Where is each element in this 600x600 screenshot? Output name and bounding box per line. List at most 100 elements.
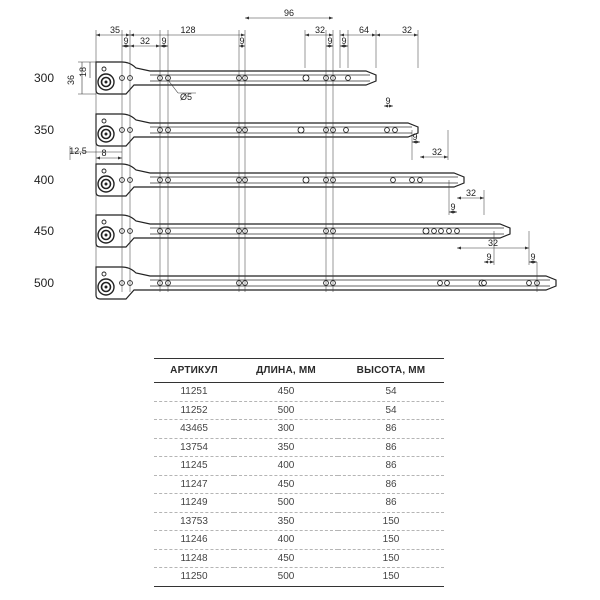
- rail-hole: [101, 168, 107, 174]
- rail-wheel-axle: [104, 80, 108, 84]
- rail-hole: [437, 280, 443, 286]
- dimension-label-left-36: 36: [66, 75, 76, 85]
- rail-slot: [297, 126, 305, 134]
- table-row: 11245 400 86: [154, 456, 444, 476]
- arrowhead: [329, 44, 333, 48]
- dimension-label-left-8: 8: [101, 148, 106, 158]
- dimension-label-top-9-d: 9: [327, 36, 332, 46]
- dimension-label-top-35: 35: [110, 25, 120, 35]
- dimension-label-r300-9: 9: [385, 96, 390, 106]
- rail-hole: [390, 177, 396, 183]
- dimension-label-top-9-c: 9: [239, 36, 244, 46]
- arrowhead: [160, 44, 164, 48]
- rail-wheel-axle: [104, 132, 108, 136]
- rail-hole: [384, 127, 390, 133]
- cell-length: 450: [234, 382, 338, 402]
- rail-outline: [95, 61, 377, 95]
- dimension-label-r350-32: 32: [432, 147, 442, 157]
- arrowhead: [444, 155, 448, 159]
- cell-length: 500: [234, 493, 338, 513]
- rail-hole: [431, 228, 437, 234]
- cell-height: 86: [338, 493, 444, 513]
- cell-height: 54: [338, 382, 444, 402]
- rail-wheel-axle: [104, 182, 108, 186]
- rail-hole: [446, 228, 452, 234]
- table-row: 11248 450 150: [154, 549, 444, 568]
- rail-slot: [302, 176, 310, 184]
- arrowhead: [449, 210, 453, 214]
- cell-article: 11246: [154, 530, 234, 550]
- dimension-label-hole-diameter: Ø5: [180, 92, 192, 102]
- rail-hole: [343, 127, 349, 133]
- arrowhead: [389, 104, 393, 108]
- dimension-label-r500-9: 9: [530, 252, 535, 262]
- arrowhead: [457, 246, 461, 250]
- cell-article: 11248: [154, 549, 234, 568]
- rail-slot: [422, 227, 430, 235]
- dimension-label-left-18: 18: [78, 67, 88, 77]
- arrowhead: [329, 33, 333, 37]
- rail-outline: [95, 163, 465, 197]
- cell-length: 350: [234, 512, 338, 531]
- rail-length-label: 350: [34, 123, 54, 137]
- cell-article: 11252: [154, 401, 234, 420]
- arrowhead: [245, 16, 249, 20]
- rail-slot: [302, 74, 310, 82]
- cell-height: 54: [338, 401, 444, 420]
- cell-height: 150: [338, 530, 444, 550]
- header-length: ДЛИНА, ММ: [234, 358, 338, 383]
- arrowhead: [340, 33, 344, 37]
- cell-height: 86: [338, 419, 444, 439]
- arrowhead: [344, 44, 348, 48]
- rail-hole: [438, 228, 444, 234]
- table-row: 11250 500 150: [154, 567, 444, 587]
- arrowhead: [118, 156, 122, 160]
- cell-article: 43465: [154, 419, 234, 439]
- dimension-label-top-128: 128: [180, 25, 195, 35]
- rail-outline: [95, 214, 511, 248]
- arrowhead: [453, 210, 457, 214]
- dimension-label-r400-32: 32: [466, 188, 476, 198]
- rail-hole: [101, 118, 107, 124]
- arrowhead: [529, 260, 533, 264]
- cell-article: 13753: [154, 512, 234, 531]
- dimension-label-top-9-b: 9: [161, 36, 166, 46]
- arrowhead: [457, 196, 461, 200]
- cell-length: 500: [234, 401, 338, 420]
- dimension-label-r350-9: 9: [412, 132, 417, 142]
- dimension-label-r450-32: 32: [488, 238, 498, 248]
- arrowhead: [96, 156, 100, 160]
- arrowhead: [412, 140, 416, 144]
- rail-length-label: 400: [34, 173, 54, 187]
- rail-hole: [454, 228, 460, 234]
- rail-wheel-axle: [104, 233, 108, 237]
- arrowhead: [416, 140, 420, 144]
- arrowhead: [490, 260, 494, 264]
- cell-length: 400: [234, 530, 338, 550]
- dimension-label-top-32-c: 32: [140, 36, 150, 46]
- rail-hole: [526, 280, 532, 286]
- arrowhead: [130, 33, 134, 37]
- cell-height: 86: [338, 456, 444, 476]
- arrowhead: [376, 33, 380, 37]
- table-row: 11247 450 86: [154, 475, 444, 494]
- cell-length: 400: [234, 456, 338, 476]
- dimension-label-left-12-5: 12,5: [69, 146, 87, 156]
- arrowhead: [241, 44, 245, 48]
- dimension-label-top-64: 64: [359, 25, 369, 35]
- cell-article: 11247: [154, 475, 234, 494]
- header-article: АРТИКУЛ: [154, 358, 234, 383]
- table-header-row: АРТИКУЛ ДЛИНА, ММ ВЫСОТА, ММ: [154, 358, 444, 383]
- cell-length: 300: [234, 419, 338, 439]
- dimension-label-r400-9: 9: [450, 202, 455, 212]
- rail-hole: [101, 66, 107, 72]
- table-row: 11246 400 150: [154, 530, 444, 550]
- arrowhead: [480, 196, 484, 200]
- rail-wheel-axle: [104, 285, 108, 289]
- rail-outline: [95, 113, 419, 147]
- rail-hole: [417, 177, 423, 183]
- table-row: 13754 350 86: [154, 438, 444, 457]
- cell-length: 500: [234, 567, 338, 587]
